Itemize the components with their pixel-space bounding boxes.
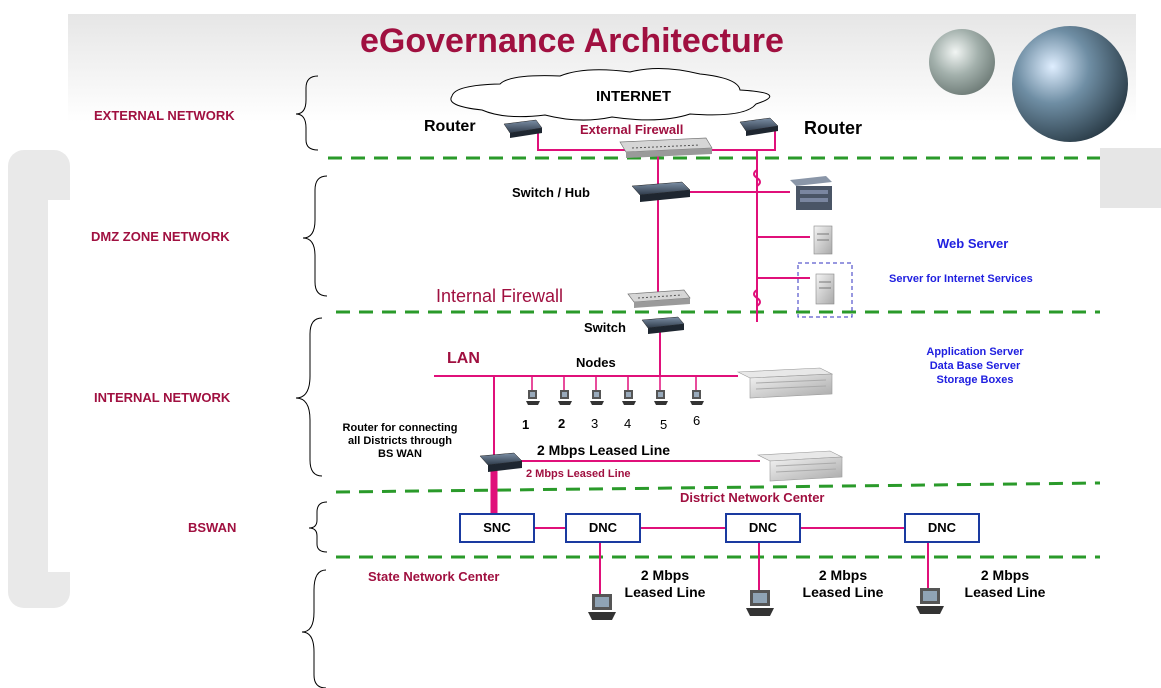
leased-line-caption: 2 Mbps Leased Line [788, 567, 898, 601]
server-item: Storage Boxes [936, 374, 1014, 386]
leased-line-caption-line: 2 Mbps [640, 567, 690, 583]
router-description-line: BS WAN [378, 448, 422, 460]
internal-firewall-label: Internal Firewall [436, 286, 564, 306]
cable-break [753, 169, 761, 187]
internal-firewall-icon [627, 289, 691, 308]
switch-label: Switch [584, 320, 626, 335]
router-description-line: all Districts through [348, 435, 452, 447]
node-pc-icon [622, 390, 636, 405]
internet-cloud-icon [450, 67, 771, 121]
lan-router-icon [479, 452, 523, 472]
node-number: 4 [624, 416, 632, 431]
district-pc-icon [916, 588, 944, 614]
web-server-icon [813, 225, 833, 255]
internet-services-server-icon [797, 262, 853, 318]
dnc-label: DNC [748, 520, 778, 535]
dnc-box [725, 513, 801, 543]
node-number: 1 [522, 417, 530, 432]
router-description: Router for connecting all Districts thro… [320, 422, 480, 461]
leased-line-caption-line: Leased Line [964, 584, 1046, 600]
node-pc-icon [526, 390, 540, 405]
district-center-label: District Network Center [680, 490, 825, 505]
internet-services-label: Server for Internet Services [889, 273, 1033, 285]
dnc-label: DNC [588, 520, 618, 535]
router-left-icon [503, 119, 543, 138]
node-number: 5 [660, 417, 668, 432]
side-panel-inner [48, 200, 70, 572]
leased-server-icon [756, 450, 844, 482]
snc-box [459, 513, 535, 543]
brace-bswan [308, 501, 328, 553]
router-right-label: Router [804, 118, 862, 138]
server-item: Data Base Server [929, 360, 1021, 372]
leased-line-caption: 2 Mbps Leased Line [950, 567, 1060, 601]
node-pc-icon [654, 390, 668, 405]
zone-label-internal: INTERNAL NETWORK [94, 390, 231, 405]
leased-line-caption-line: 2 Mbps [818, 567, 868, 583]
leased-line-caption-line: Leased Line [624, 584, 706, 600]
district-pc-icon [588, 594, 616, 620]
zone-label-dmz: DMZ ZONE NETWORK [91, 229, 230, 244]
switch-hub-icon [631, 181, 691, 202]
leased-line-caption: 2 Mbps Leased Line [610, 567, 720, 601]
application-server-icon [736, 367, 834, 399]
server-list: Application Server Data Base Server Stor… [900, 345, 1050, 387]
lan-label: LAN [447, 350, 480, 367]
leased-line-label: 2 Mbps Leased Line [537, 442, 671, 458]
brace-external [295, 75, 319, 151]
dnc-box [565, 513, 641, 543]
dmz-server-icon [790, 176, 832, 210]
switch-hub-label: Switch / Hub [512, 185, 590, 200]
node-pc-icon [690, 390, 704, 405]
page-title: eGovernance Architecture [360, 22, 784, 60]
right-panel [1100, 148, 1161, 208]
brace-dmz [302, 175, 328, 297]
brace-state [301, 569, 327, 688]
leased-line-caption-line: 2 Mbps [980, 567, 1030, 583]
node-number: 6 [693, 413, 701, 428]
leased-line-caption-line: Leased Line [802, 584, 884, 600]
globe-icon [1012, 26, 1128, 142]
snc-label: SNC [483, 520, 511, 535]
router-description-line: Router for connecting [342, 422, 458, 434]
switch-icon [641, 316, 685, 334]
district-pc-icon [746, 590, 774, 616]
leased-line-label-secondary: 2 Mbps Leased Line [526, 468, 631, 480]
node-pc-icon [558, 390, 572, 405]
zone-divider [335, 481, 1101, 494]
internet-label: INTERNET [596, 88, 671, 105]
cable-break [753, 289, 761, 307]
server-item: Application Server [926, 346, 1024, 358]
node-number: 3 [591, 416, 599, 431]
brace-internal [295, 317, 323, 477]
state-center-label: State Network Center [368, 569, 500, 584]
zone-label-external: EXTERNAL NETWORK [94, 108, 235, 123]
external-firewall-label: External Firewall [580, 122, 684, 137]
router-left-label: Router [424, 118, 476, 135]
globe-small-icon [929, 29, 995, 95]
node-pc-icon [590, 390, 604, 405]
node-number: 2 [558, 416, 566, 431]
web-server-label: Web Server [937, 236, 1009, 251]
external-firewall-icon [619, 137, 713, 158]
dnc-box [904, 513, 980, 543]
router-right-icon [739, 117, 779, 136]
nodes-label: Nodes [576, 355, 616, 370]
zone-label-bswan: BSWAN [188, 520, 237, 535]
dnc-label: DNC [927, 520, 957, 535]
